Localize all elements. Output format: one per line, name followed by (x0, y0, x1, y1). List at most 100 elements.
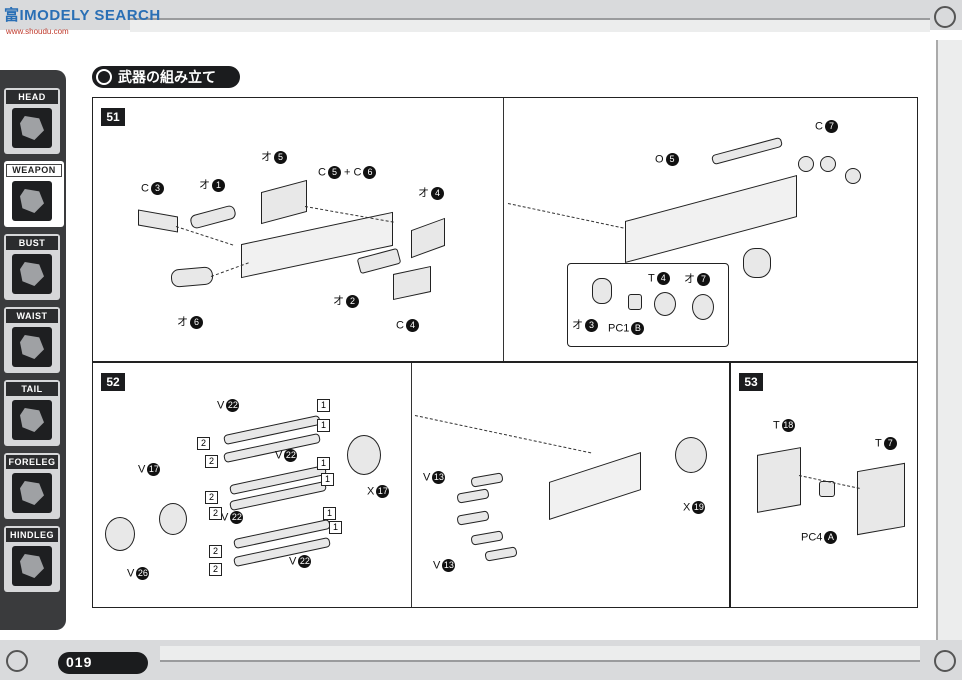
part-v13 (470, 530, 504, 546)
sidebar-item-label: HEAD (6, 90, 58, 104)
callout-box-1: 1 (321, 473, 334, 486)
gear-icon (96, 69, 112, 85)
part-v13 (456, 510, 490, 526)
sidebar-item-bust[interactable]: BUST (4, 234, 60, 300)
sidebar-item-label: WEAPON (6, 164, 62, 177)
part-v13 (484, 546, 518, 562)
part-o3 (592, 278, 612, 304)
sidebar-item-foreleg[interactable]: FORELEG (4, 453, 60, 519)
callout-box-2: 2 (209, 563, 222, 576)
sidebar-item-label: HINDLEG (6, 528, 58, 542)
watermark-logo: 富IMODELY SEARCH (4, 7, 161, 24)
head-icon (12, 108, 52, 148)
page-number: 019 (66, 654, 93, 670)
sidebar: HEAD WEAPON BUST WAIST TAIL FORELEG HIND… (0, 70, 66, 630)
part-o6 (170, 266, 214, 288)
section-title-text: 武器の組み立て (118, 69, 216, 85)
page-number-badge (58, 652, 148, 674)
bottom-frame-inner (160, 646, 920, 662)
top-frame-inner (130, 18, 930, 32)
part-x19 (675, 437, 707, 473)
sidebar-item-head[interactable]: HEAD (4, 88, 60, 154)
callout-box-1: 1 (317, 457, 330, 470)
sidebar-item-waist[interactable]: WAIST (4, 307, 60, 373)
callout-box-2: 2 (209, 507, 222, 520)
part-t4 (654, 292, 676, 316)
part-o7 (692, 294, 714, 320)
sidebar-item-label: BUST (6, 236, 58, 250)
part-v13 (470, 472, 504, 488)
part-x17 (347, 435, 381, 475)
sidebar-item-weapon[interactable]: WEAPON (4, 161, 64, 227)
step-number: 51 (101, 108, 125, 126)
part-t18 (757, 447, 801, 513)
part-pc1b (628, 294, 642, 310)
tail-icon (12, 400, 52, 440)
sidebar-item-label: TAIL (6, 382, 58, 396)
guide-line (414, 415, 592, 454)
callout-box-1: 1 (323, 507, 336, 520)
part-c7-cap (820, 156, 836, 172)
part-c7-cap (845, 168, 861, 184)
callout-box-2: 2 (209, 545, 222, 558)
corner-bolt-icon (934, 650, 956, 672)
part-c7-cap (798, 156, 814, 172)
sidebar-item-label: WAIST (6, 309, 58, 323)
part-t7 (857, 462, 905, 536)
callout-box-2: 2 (205, 455, 218, 468)
section-title: 武器の組み立て (92, 66, 240, 88)
step-number: 53 (739, 373, 763, 391)
gun-assembled (625, 174, 797, 264)
guide-line (175, 226, 234, 246)
sidebar-item-label: FORELEG (6, 455, 58, 469)
corner-bolt-icon (934, 6, 956, 28)
part-o5-rod (710, 136, 784, 166)
part-o5 (261, 179, 307, 225)
weapon-icon (12, 181, 52, 221)
sidebar-item-hindleg[interactable]: HINDLEG (4, 526, 60, 592)
step-number: 52 (101, 373, 125, 391)
callout-box-1: 1 (329, 521, 342, 534)
hindleg-icon (12, 546, 52, 586)
part-o4 (411, 217, 445, 259)
panel-divider (411, 363, 412, 607)
part-c4 (393, 265, 431, 301)
sidebar-item-tail[interactable]: TAIL (4, 380, 60, 446)
part-v13 (456, 488, 490, 504)
callout-box-1: 1 (317, 419, 330, 432)
part-v26 (105, 517, 135, 551)
guide-line (507, 203, 624, 229)
part-v17 (159, 503, 187, 535)
watermark-url: www.shoudu.com (6, 27, 69, 36)
callout-box-2: 2 (205, 491, 218, 504)
right-frame (936, 40, 962, 640)
callout-box-2: 2 (197, 437, 210, 450)
